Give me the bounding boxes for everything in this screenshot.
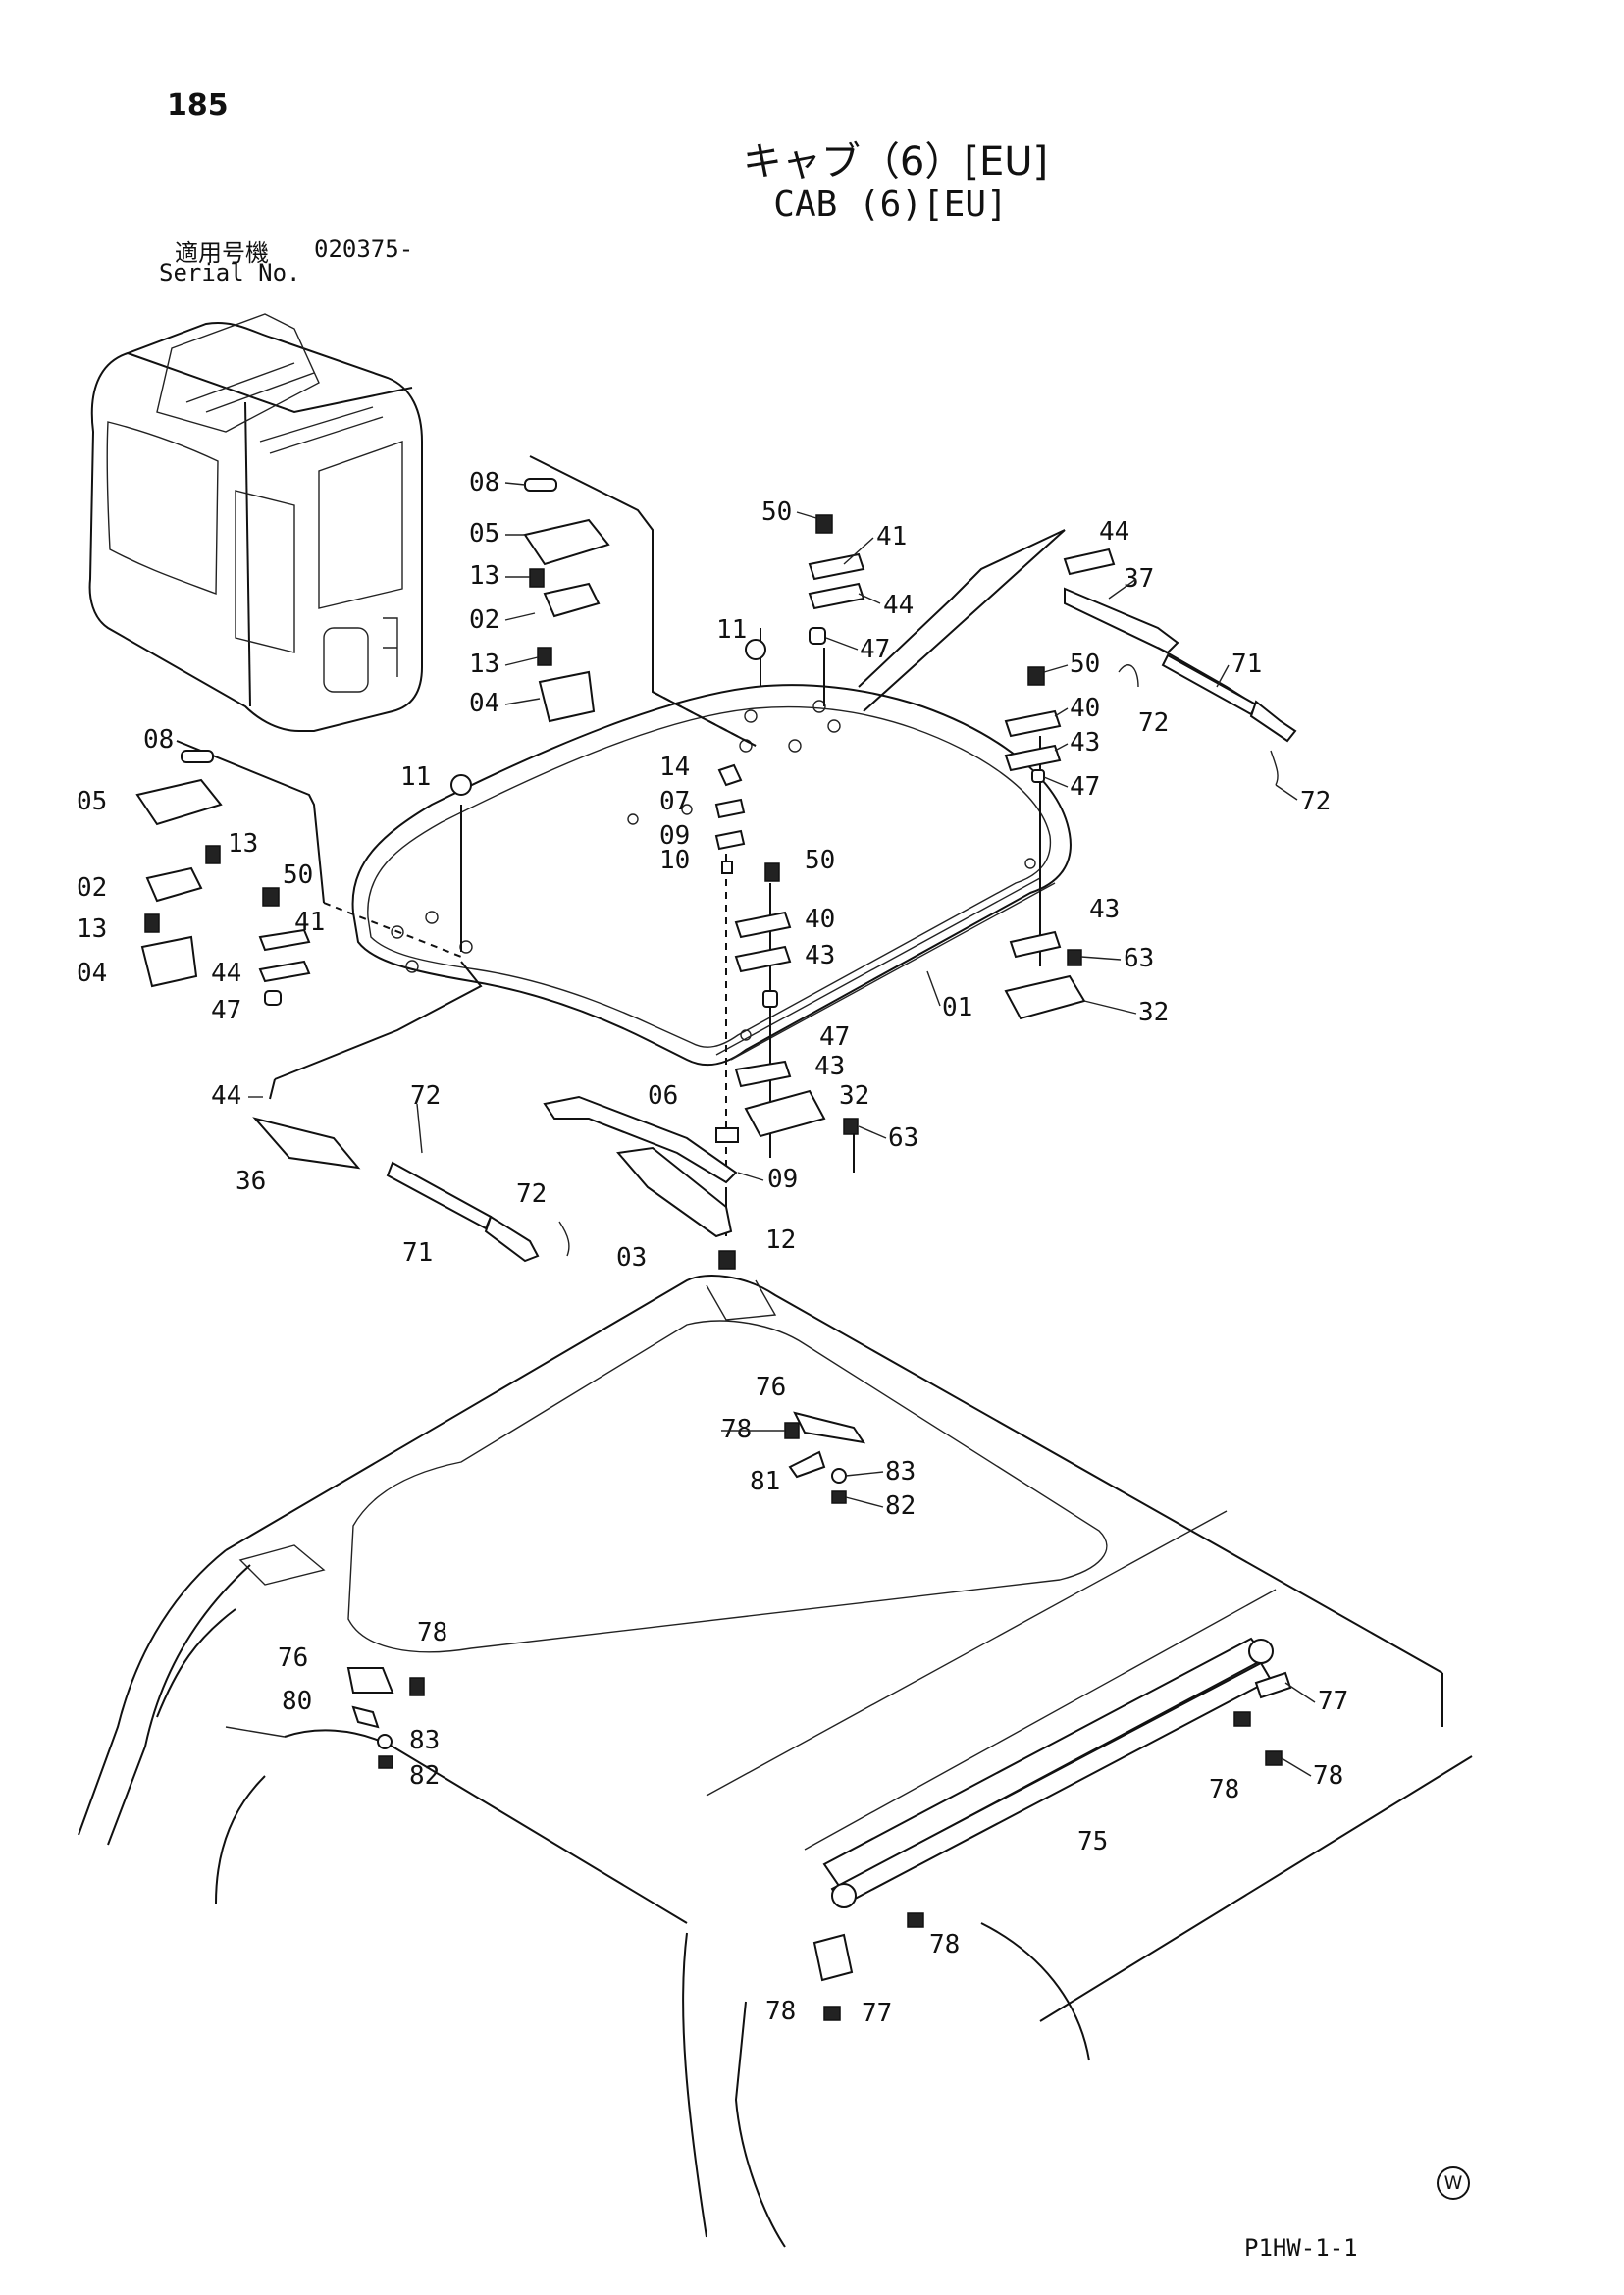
serial-label-english: Serial No. [159, 259, 301, 287]
callout-label: 71 [402, 1238, 433, 1268]
callout-label: 05 [469, 519, 499, 548]
plate-stack-right [1004, 548, 1179, 1020]
callout-label: 14 [659, 753, 690, 782]
callout-label: 04 [77, 959, 107, 988]
callout-label: 78 [765, 1997, 796, 2026]
callout-label: 50 [805, 846, 835, 875]
callout-label: 41 [294, 908, 325, 937]
callout-label: 77 [1318, 1687, 1348, 1716]
roller-blind [812, 1637, 1292, 2021]
plate-stack-center-top [450, 514, 865, 796]
callout-labels: 08 05 13 02 13 04 50 41 44 47 11 44 37 7… [77, 468, 1348, 2028]
callout-label: 83 [409, 1726, 440, 1755]
callout-label: 47 [819, 1022, 850, 1052]
callout-label: 72 [1300, 787, 1331, 816]
callout-label: 44 [883, 591, 914, 620]
callout-label: 77 [862, 1999, 892, 2028]
handle-assembly [543, 1095, 738, 1270]
gas-strut-left [252, 1103, 570, 1263]
serial-label-japanese: 適用号機 [175, 239, 269, 267]
callout-label: 44 [211, 1081, 241, 1111]
callout-label: 10 [659, 846, 690, 875]
callout-label: 82 [885, 1491, 916, 1521]
callout-label: 78 [721, 1415, 752, 1444]
clip-set-left [346, 1667, 425, 1769]
hinge-assembly-upper [523, 478, 610, 723]
callout-label: 32 [1138, 998, 1169, 1027]
callout-label: 01 [942, 993, 972, 1022]
callout-leaders [248, 482, 1316, 1777]
callout-label: 11 [400, 762, 431, 792]
serial-number-value: 020375- [314, 235, 414, 263]
gas-strut-right [1118, 647, 1297, 786]
callout-label: 43 [1070, 728, 1100, 757]
callout-label: 09 [767, 1165, 798, 1194]
callout-label: 13 [469, 561, 499, 591]
callout-label: 43 [805, 941, 835, 970]
callout-label: 12 [765, 1226, 796, 1255]
callout-label: 78 [417, 1618, 447, 1647]
callout-label: 83 [885, 1457, 916, 1487]
callout-label: 40 [1070, 694, 1100, 723]
callout-label: 13 [77, 914, 107, 944]
callout-label: 80 [282, 1687, 312, 1716]
callout-label: 82 [409, 1761, 440, 1791]
callout-label: 78 [1209, 1775, 1239, 1804]
callout-label: 47 [1070, 772, 1100, 802]
callout-label: 04 [469, 689, 499, 718]
circled-w-mark: W [1437, 2166, 1470, 2200]
callout-label: 43 [814, 1052, 845, 1081]
callout-label: 50 [761, 497, 792, 527]
callout-label: 09 [659, 821, 690, 851]
callout-label: 36 [236, 1167, 266, 1196]
callout-label: 40 [805, 905, 835, 934]
hinge-assembly-left [135, 750, 311, 1006]
diagram-title-japanese: キャブ（6）[EU] [742, 139, 1049, 184]
callout-label: 78 [1313, 1761, 1343, 1791]
plate-stack-center [714, 763, 859, 1143]
callout-label: 76 [278, 1643, 308, 1673]
callout-label: 44 [211, 959, 241, 988]
callout-label: 72 [516, 1179, 547, 1209]
cab-overview-illustration [88, 313, 423, 732]
callout-label: 50 [283, 861, 313, 890]
callout-label: 44 [1099, 517, 1129, 547]
callout-label: 72 [410, 1081, 441, 1111]
page-number: 185 [167, 88, 229, 123]
callout-label: 11 [716, 615, 747, 645]
callout-label: 81 [750, 1467, 780, 1496]
callout-label: 03 [616, 1243, 647, 1273]
callout-label: 72 [1138, 708, 1169, 738]
callout-label: 08 [469, 468, 499, 497]
callout-label: 63 [1124, 944, 1154, 973]
callout-label: 32 [839, 1081, 869, 1111]
callout-label: 43 [1089, 895, 1120, 924]
callout-label: 07 [659, 787, 690, 816]
callout-label: 06 [648, 1081, 678, 1111]
clip-set-center [784, 1411, 866, 1504]
callout-label: 47 [211, 996, 241, 1025]
callout-label: 08 [143, 725, 174, 755]
callout-label: 71 [1231, 650, 1262, 679]
callout-label: 13 [228, 829, 258, 859]
callout-label: 50 [1070, 650, 1100, 679]
drawing-code: P1HW-1-1 [1244, 2234, 1358, 2262]
callout-label: 13 [469, 650, 499, 679]
callout-label: 02 [469, 605, 499, 635]
callout-label: 41 [876, 522, 907, 551]
callout-label: 02 [77, 873, 107, 903]
callout-label: 05 [77, 787, 107, 816]
callout-label: 76 [756, 1373, 786, 1402]
callout-label: 78 [929, 1930, 960, 1959]
diagram-title-english: CAB (6)[EU] [773, 184, 1008, 225]
callout-label: 63 [888, 1123, 918, 1153]
cab-roof-illustration [78, 1275, 1473, 2248]
callout-label: 47 [860, 635, 890, 664]
callout-label: 75 [1077, 1827, 1108, 1856]
callout-label: 37 [1124, 564, 1154, 594]
